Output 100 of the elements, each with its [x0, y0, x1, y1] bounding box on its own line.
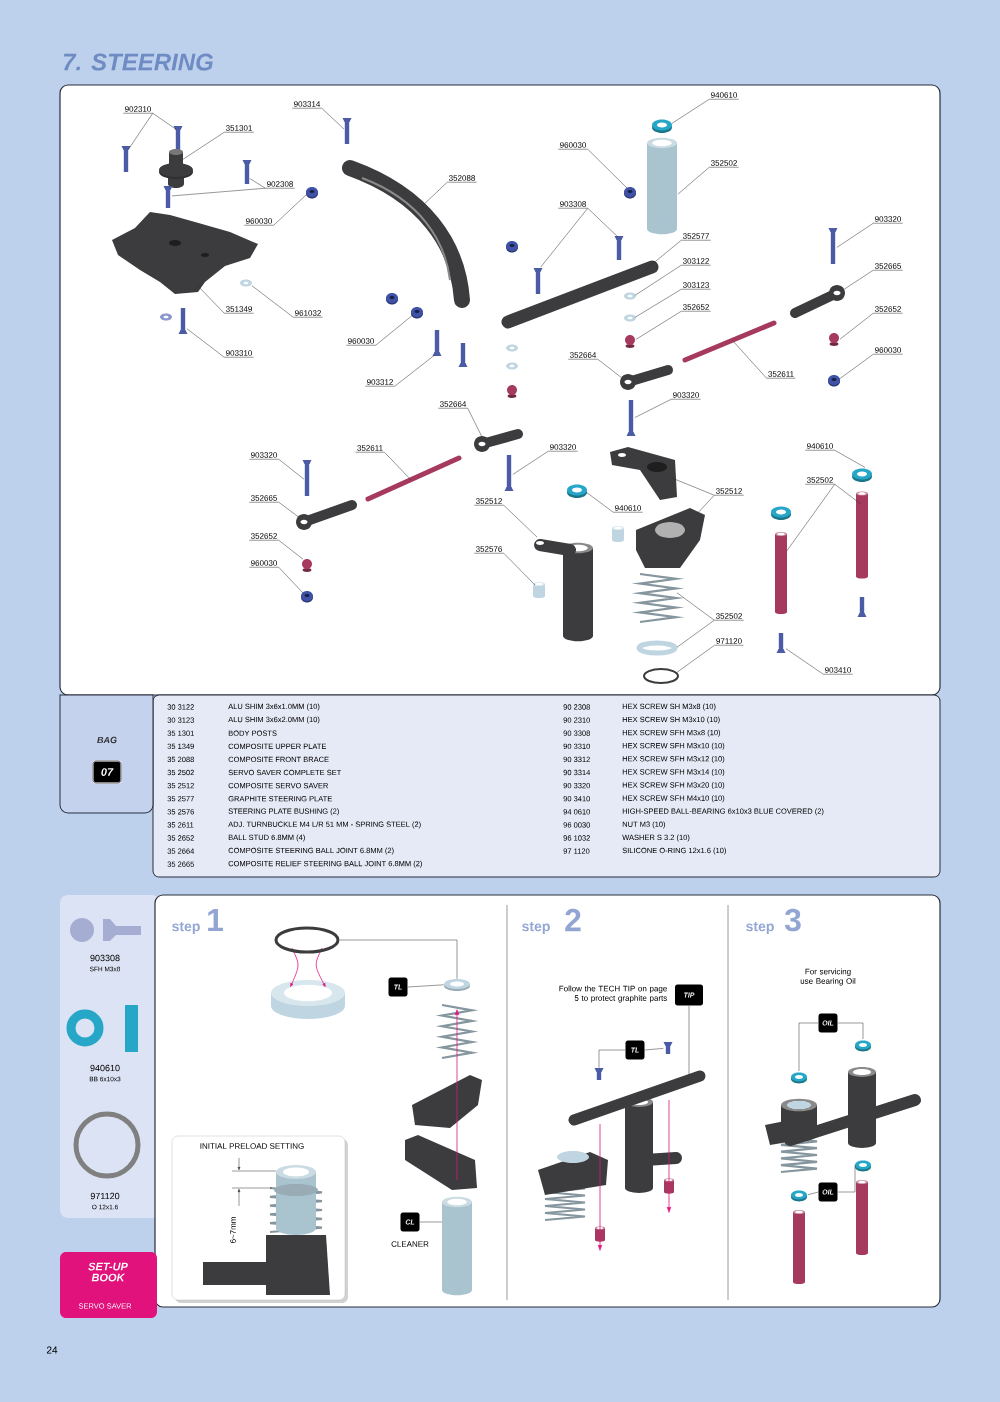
callout-number: 352652: [681, 304, 711, 312]
callout-number: 351349: [224, 306, 254, 314]
leader-line: [671, 99, 710, 124]
callout-number: 352664: [568, 352, 598, 360]
callout-number: 352611: [355, 445, 385, 453]
screw: [302, 460, 312, 496]
leader-line: [676, 645, 715, 673]
callout-number: 303123: [681, 282, 711, 290]
steering-plate: [568, 1070, 706, 1126]
leader-line: [597, 359, 622, 378]
post: [775, 531, 787, 615]
callout-number: 960030: [558, 142, 588, 150]
bearing: [791, 1190, 807, 1202]
screw: [504, 455, 514, 491]
callout-number: 352088: [447, 175, 477, 183]
ball-stud: [302, 559, 312, 572]
servo-saver-tube: [647, 137, 677, 235]
leader-line: [839, 313, 874, 340]
callout-number: 352512: [714, 488, 744, 496]
ball-stud: [625, 335, 635, 348]
leader-line: [171, 188, 266, 197]
callout-number: 960030: [346, 338, 376, 346]
leader-line: [837, 1164, 856, 1193]
leader-line: [634, 399, 672, 418]
servo-saver-arm: [610, 447, 677, 500]
leader-line: [278, 502, 300, 518]
callout-number: 903320: [873, 216, 903, 224]
bag-number: 07: [92, 760, 122, 784]
turnbuckle: [365, 455, 462, 502]
screw: [242, 160, 252, 184]
leader-line: [251, 285, 294, 318]
callout-number: 960030: [873, 347, 903, 355]
part-number: 971120: [90, 1192, 120, 1200]
callout-number: 902310: [123, 106, 153, 114]
leader-line: [837, 1022, 864, 1040]
leader-line: [540, 208, 588, 268]
step-number: 2: [565, 908, 581, 932]
leader-line: [587, 149, 628, 189]
leader-line: [420, 182, 448, 208]
nut: [306, 187, 318, 199]
leader-line: [843, 270, 874, 290]
icon-caption: CLEANER: [391, 1241, 429, 1247]
adjuster-nut: [444, 979, 470, 991]
callout-number: 303122: [681, 258, 711, 266]
callout-number: 352652: [249, 533, 279, 541]
callout-number: 940610: [613, 505, 643, 513]
part-number: 903308: [90, 954, 120, 962]
screw: [121, 146, 131, 172]
callout-number: 352664: [438, 401, 468, 409]
leader-line: [419, 1221, 443, 1223]
ball-stud: [829, 333, 839, 346]
screw: [432, 330, 442, 356]
leader-line: [695, 495, 715, 516]
screw: [663, 1042, 673, 1054]
dimension-label: 6~7mm: [230, 1217, 236, 1244]
bearing: [652, 119, 672, 133]
spring: [631, 572, 685, 624]
screw: [342, 118, 352, 144]
callout-number: 351301: [224, 125, 254, 133]
steering-plate: [501, 260, 659, 329]
screw: [776, 633, 786, 653]
leader-line: [838, 354, 874, 380]
step-heading: step: [172, 922, 200, 934]
callout-number: 352665: [873, 263, 903, 271]
callout-number: 903308: [558, 201, 588, 209]
callout-number: 903310: [224, 350, 254, 358]
washer: [240, 279, 252, 287]
leader-line: [278, 459, 305, 480]
leader-line: [587, 208, 619, 238]
callout-number: 352652: [873, 306, 903, 314]
callout-number: 352576: [474, 546, 504, 554]
screw: [614, 236, 624, 260]
leader-line: [375, 314, 414, 346]
leader-line: [644, 1048, 664, 1051]
leader-line: [186, 328, 225, 358]
bushing: [533, 581, 545, 599]
callout-number: 352502: [709, 160, 739, 168]
screw: [626, 400, 636, 436]
leader-line: [634, 265, 682, 296]
leader-line: [467, 408, 482, 437]
step-heading: step: [746, 922, 774, 934]
leader-line: [407, 984, 445, 988]
callout-number: 903410: [823, 667, 853, 675]
callout-number: 960030: [249, 560, 279, 568]
leader-line: [834, 484, 862, 505]
servo-saver-tube: [442, 1196, 472, 1296]
leader-line: [503, 505, 538, 538]
ball-joint: [620, 365, 673, 390]
callout-number: 903314: [292, 101, 322, 109]
callout-number: 352577: [681, 233, 711, 241]
callout-number: 971120: [714, 638, 744, 646]
part-number: 940610: [90, 1064, 120, 1072]
leader-line: [128, 113, 153, 150]
o-ring: [274, 926, 340, 954]
bearing: [855, 1040, 871, 1052]
leader-line: [321, 108, 345, 130]
step-number: 3: [784, 908, 801, 932]
leader-line: [152, 113, 177, 130]
leader-line: [278, 567, 304, 594]
callout-number: 352512: [474, 498, 504, 506]
